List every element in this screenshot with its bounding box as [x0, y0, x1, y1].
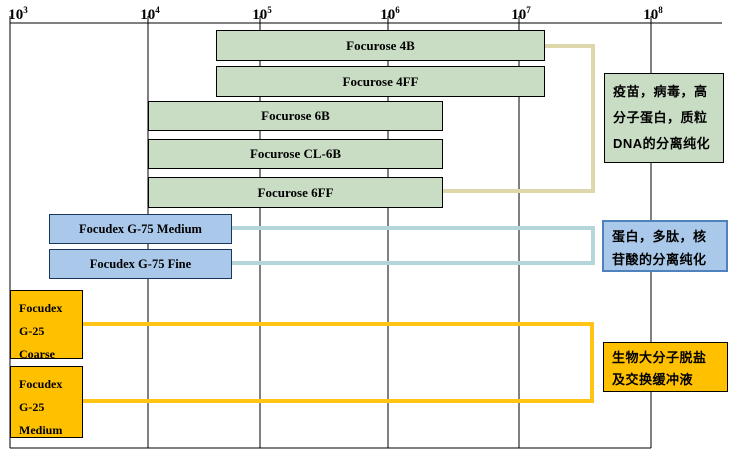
annotation-focurose-applications: 疫苗，病毒，高分子蛋白，质粒DNA的分离纯化 [604, 73, 724, 163]
x-tick-label-1e3: 103 [8, 5, 28, 23]
bracket-g75-group [232, 226, 595, 265]
bar-focurose-6ff: Focurose 6FF [148, 177, 443, 208]
bracket-g25-group [83, 322, 594, 403]
bar-focurose-cl-6b: Focurose CL-6B [148, 139, 443, 169]
x-tick-label-1e7: 107 [511, 5, 531, 23]
x-tick-label-1e4: 104 [140, 5, 160, 23]
bar-focurose-4ff: Focurose 4FF [216, 66, 545, 97]
bar-focudex-g75-medium: Focudex G-75 Medium [49, 214, 232, 244]
x-tick-label-1e8: 108 [643, 5, 663, 23]
annotation-g25-applications: 生物大分子脱盐及交换缓冲液 [603, 342, 728, 392]
bar-focudex-g75-fine: Focudex G-75 Fine [49, 249, 232, 279]
x-tick-label-1e6: 106 [380, 5, 400, 23]
bar-focurose-4b: Focurose 4B [216, 30, 545, 61]
x-tick-label-1e5: 105 [252, 5, 272, 23]
bar-focudex-g25-medium: Focudex G-25 Medium [10, 366, 83, 438]
bar-focurose-6b: Focurose 6B [148, 101, 443, 131]
bar-focudex-g25-coarse: Focudex G-25 Coarse [10, 290, 83, 361]
annotation-g75-applications: 蛋白，多肽，核苷酸的分离纯化 [602, 220, 728, 272]
